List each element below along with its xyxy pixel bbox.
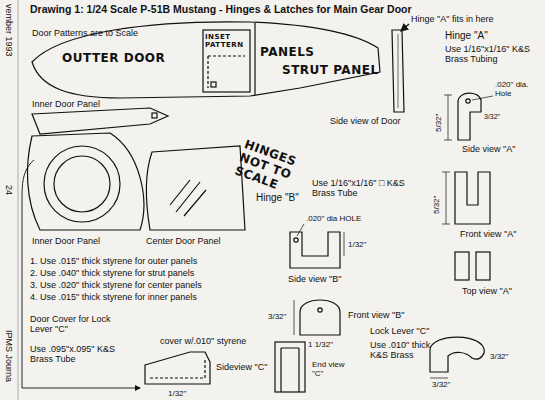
dimension: 5/32" xyxy=(434,114,443,132)
note: Door Cover for Lock Lever "C" xyxy=(30,314,130,335)
part-name: Hinge "B" xyxy=(256,192,299,204)
part-name: Inner Door Panel xyxy=(32,236,100,246)
view-label: Sideview "C" xyxy=(216,362,267,372)
page-number: 24 xyxy=(4,185,14,195)
dimension: 1/32" xyxy=(348,240,366,249)
dimension: 3/32" xyxy=(484,113,500,121)
material-note: Use 1/16"x1/16" K&S Brass Tubing xyxy=(445,44,537,65)
view-label: Front view "A" xyxy=(460,229,516,239)
dimension: 3/32" xyxy=(490,352,508,361)
part-name: Lock Lever "C" xyxy=(370,326,429,336)
material-note: Use .095"x.095" K&S Brass Tube xyxy=(30,344,130,365)
page-date: vember 1993 xyxy=(4,4,14,57)
note: 2. Use .040" thick styrene for strut pan… xyxy=(30,268,194,278)
part-name: PANELS xyxy=(260,46,315,60)
view-label: Top view "A" xyxy=(462,286,512,296)
part-name: Inner Door Panel xyxy=(32,99,100,109)
drawing-title: Drawing 1: 1/24 Scale P-51B Mustang - Hi… xyxy=(30,3,412,15)
material-note: Use 1/16"x1/16" □ K&S Brass Tube xyxy=(312,178,416,199)
part-name: STRUT PANEL xyxy=(282,64,379,78)
note: 1. Use .015" thick styrene for outer pan… xyxy=(30,256,197,266)
callout: .020" dia. Hole xyxy=(495,80,543,98)
callout: .020" dia HOLE xyxy=(306,214,361,223)
note: 3. Use .020" thick styrene for center pa… xyxy=(30,280,202,290)
material-note: Use .010" thick K&S Brass xyxy=(370,340,446,361)
note: Door Patterns are to Scale xyxy=(32,28,138,38)
view-label: Side view "B" xyxy=(288,274,341,284)
dimension: 5/32" xyxy=(432,196,441,214)
callout: Hinge "A" fits in here xyxy=(411,14,493,24)
dimension: 1/32" xyxy=(168,389,186,398)
part-name: Hinge "A" xyxy=(445,30,488,42)
note: cover w/.010" styrene xyxy=(160,336,246,346)
view-label: Side view "A" xyxy=(462,144,515,154)
view-label: Side view of Door xyxy=(330,116,401,126)
part-name: OUTTER DOOR xyxy=(62,52,165,66)
view-label: Front view "B" xyxy=(348,310,404,320)
part-name: INSET PATTERN xyxy=(205,33,249,49)
journal-name: IPMS Journa xyxy=(4,330,14,382)
dimension: 1 1/32" xyxy=(308,340,333,349)
note: 4. Use .015" thick styrene for inner pan… xyxy=(30,292,197,302)
dimension: 3/32" xyxy=(268,312,286,321)
part-name: Center Door Panel xyxy=(146,236,221,246)
view-label: End view "C" xyxy=(312,360,352,378)
dimension: 3/32" xyxy=(432,380,450,389)
